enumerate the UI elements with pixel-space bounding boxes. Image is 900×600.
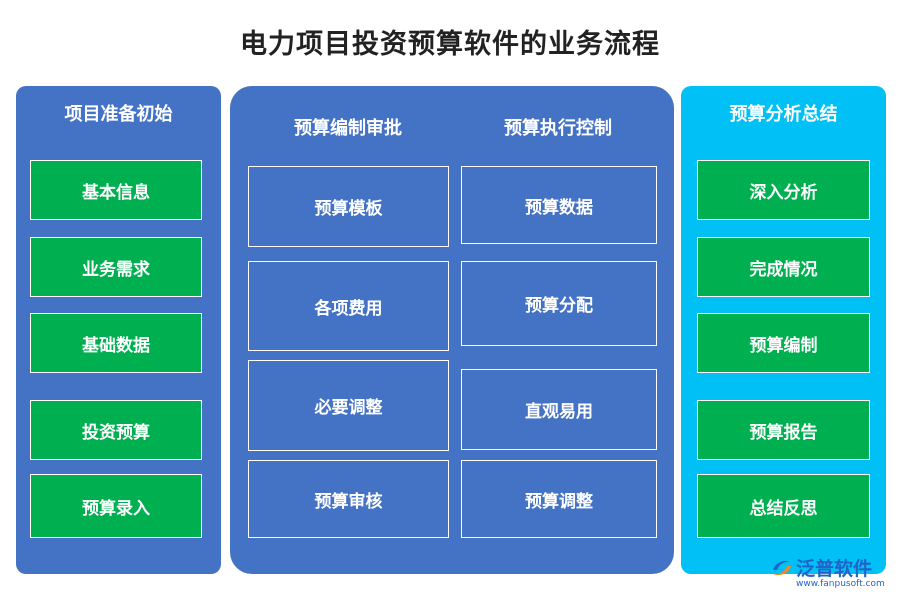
panel-title: 项目准备初始 [64,104,173,125]
step-box: 完成情况 [697,237,870,297]
logo-swirl-icon [773,560,791,576]
step-box: 直观易用 [461,369,657,450]
logo-url: www.fanpusoft.com [796,579,885,589]
step-box: 基础数据 [30,313,202,373]
step-box: 预算分配 [461,261,657,346]
panel-budget-process: 预算编制审批 预算执行控制 预算模板 各项费用 必要调整 预算审核 预算数据 预… [230,86,674,574]
brand-logo: 泛普软件 www.fanpusoft.com [770,554,895,596]
step-box: 预算数据 [461,166,657,244]
step-box: 基本信息 [30,160,202,220]
step-box: 预算调整 [461,460,657,538]
step-box: 深入分析 [697,160,870,220]
step-box: 预算模板 [248,166,449,247]
step-box: 总结反思 [697,474,870,538]
panel-project-preparation: 项目准备初始 基本信息 业务需求 基础数据 投资预算 预算录入 [16,86,221,574]
column-title: 预算执行控制 [504,118,612,139]
panel-budget-analysis: 预算分析总结 深入分析 完成情况 预算编制 预算报告 总结反思 [681,86,886,574]
column-title: 预算编制审批 [294,118,402,139]
page-title: 电力项目投资预算软件的业务流程 [240,29,660,60]
step-box: 预算报告 [697,400,870,460]
panel-title: 预算分析总结 [729,104,838,125]
step-box: 预算编制 [697,313,870,373]
step-box: 投资预算 [30,400,202,460]
logo-name: 泛普软件 [796,558,873,580]
step-box: 业务需求 [30,237,202,297]
step-box: 各项费用 [248,261,449,351]
step-box: 必要调整 [248,360,449,451]
step-box: 预算录入 [30,474,202,538]
step-box: 预算审核 [248,460,449,538]
